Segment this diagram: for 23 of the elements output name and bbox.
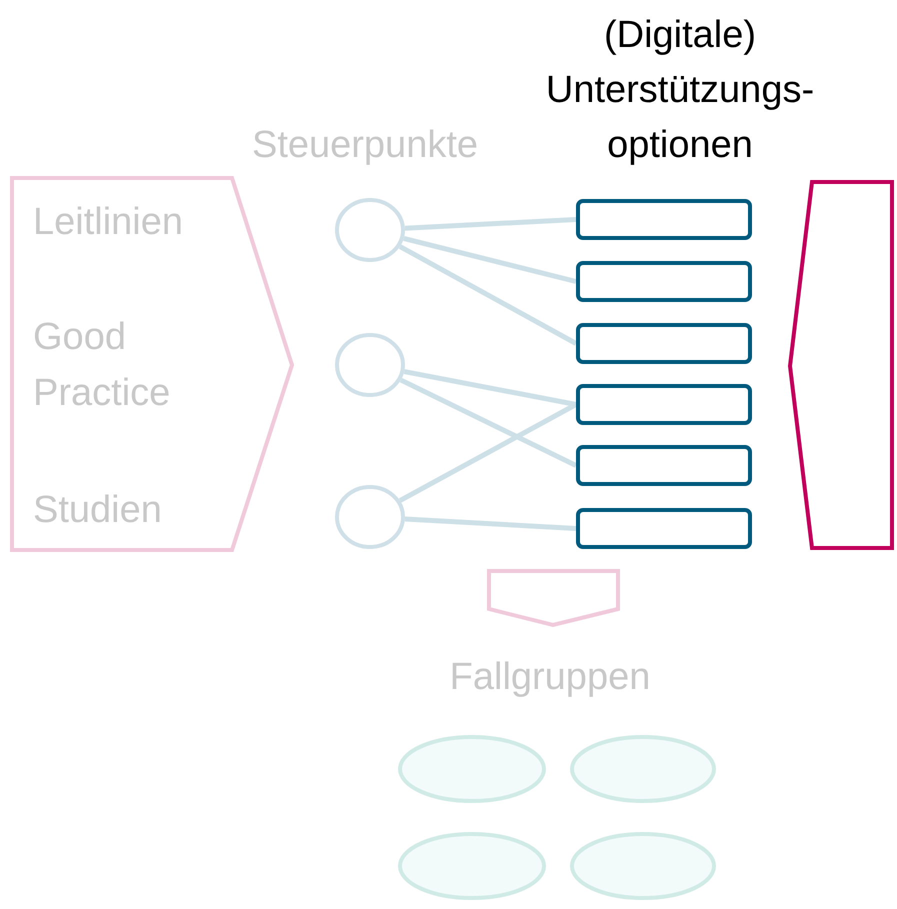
connector-line (400, 378, 578, 468)
ellipse (570, 735, 716, 803)
rounded-box (576, 508, 752, 549)
rounded-box (576, 199, 752, 240)
connector-line (404, 369, 576, 407)
circle (335, 485, 405, 549)
rounded-box (576, 445, 752, 486)
heading: (Digitale) Unterstützungs- optionen (544, 13, 816, 168)
circle (335, 198, 405, 262)
ellipse (570, 832, 716, 900)
rounded-box (576, 384, 752, 425)
connector-line (404, 217, 576, 231)
connector-line (403, 236, 577, 284)
circle (335, 333, 405, 397)
pentagon-arrow (12, 178, 294, 550)
ellipse (398, 735, 546, 803)
ellipse (398, 832, 546, 900)
rounded-box (576, 261, 752, 302)
chevron-arrow (790, 182, 894, 550)
connector-line (404, 516, 576, 531)
pentagon-arrow (489, 571, 619, 627)
connector-line (398, 244, 578, 346)
rounded-box (576, 323, 752, 364)
